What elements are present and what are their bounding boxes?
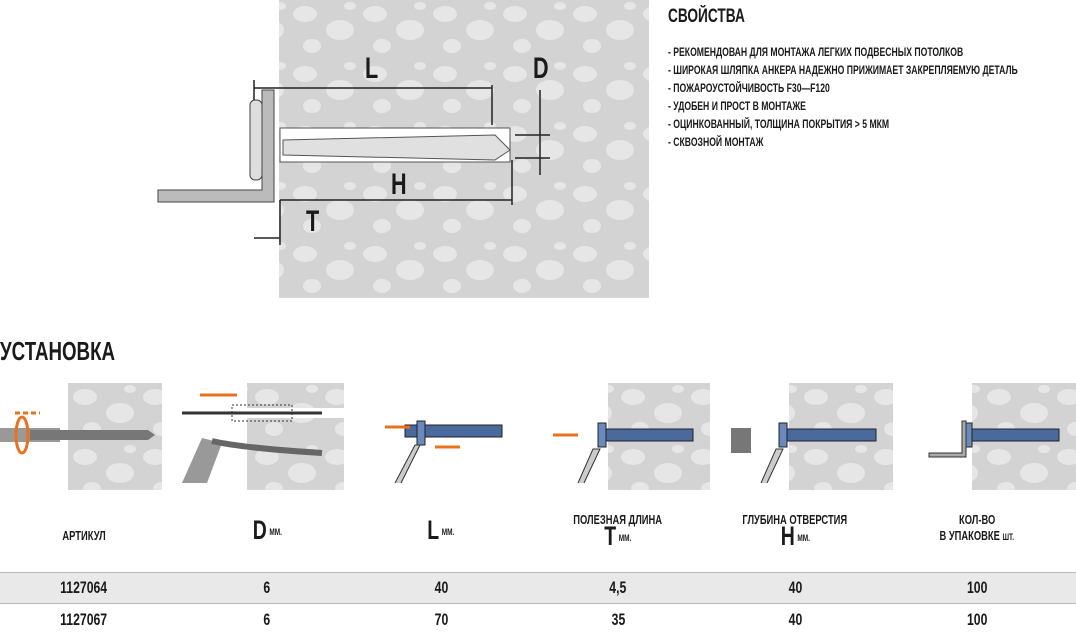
property-item: - СКВОЗНОЙ МОНТАЖ bbox=[668, 135, 764, 149]
header-D: D ММ. bbox=[252, 515, 282, 545]
label-D: D bbox=[533, 52, 549, 85]
table-row: 1127064 6 40 4,5 40 100 bbox=[0, 572, 1076, 604]
install-step-done bbox=[914, 383, 1076, 490]
label-T: T bbox=[306, 205, 320, 238]
header-L: L ММ. bbox=[427, 515, 455, 545]
properties-title: СВОЙСТВА bbox=[668, 6, 745, 27]
install-step-drive bbox=[548, 383, 710, 490]
properties-list: - РЕКОМЕНДОВАН ДЛЯ МОНТАЖА ЛЕГКИХ ПОДВЕС… bbox=[668, 43, 1076, 151]
install-step-clean bbox=[182, 383, 344, 490]
property-item: - РЕКОМЕНДОВАН ДЛЯ МОНТАЖА ЛЕГКИХ ПОДВЕС… bbox=[668, 45, 964, 59]
label-L: L bbox=[365, 52, 379, 85]
property-item: - УДОБЕН И ПРОСТ В МОНТАЖЕ bbox=[668, 99, 806, 113]
install-step-insert bbox=[365, 383, 527, 490]
install-step-drill bbox=[0, 383, 162, 490]
install-step-hammer bbox=[731, 383, 893, 490]
bracket bbox=[157, 89, 275, 203]
property-item: - ОЦИНКОВАННЫЙ, ТОЛЩИНА ПОКРЫТИЯ > 5 МКМ bbox=[668, 117, 890, 131]
table-row: 1127067 6 70 35 40 100 bbox=[60, 610, 988, 629]
label-H: H bbox=[391, 168, 407, 201]
property-item: - ШИРОКАЯ ШЛЯПКА АНКЕРА НАДЕЖНО ПРИЖИМАЕ… bbox=[668, 63, 1018, 77]
install-title: УСТАНОВКА bbox=[0, 336, 116, 366]
header-article: АРТИКУЛ bbox=[62, 528, 106, 543]
anchor-diagram bbox=[157, 0, 649, 298]
property-item: - ПОЖАРОУСТОЙЧИВОСТЬ F30—F120 bbox=[668, 81, 830, 95]
